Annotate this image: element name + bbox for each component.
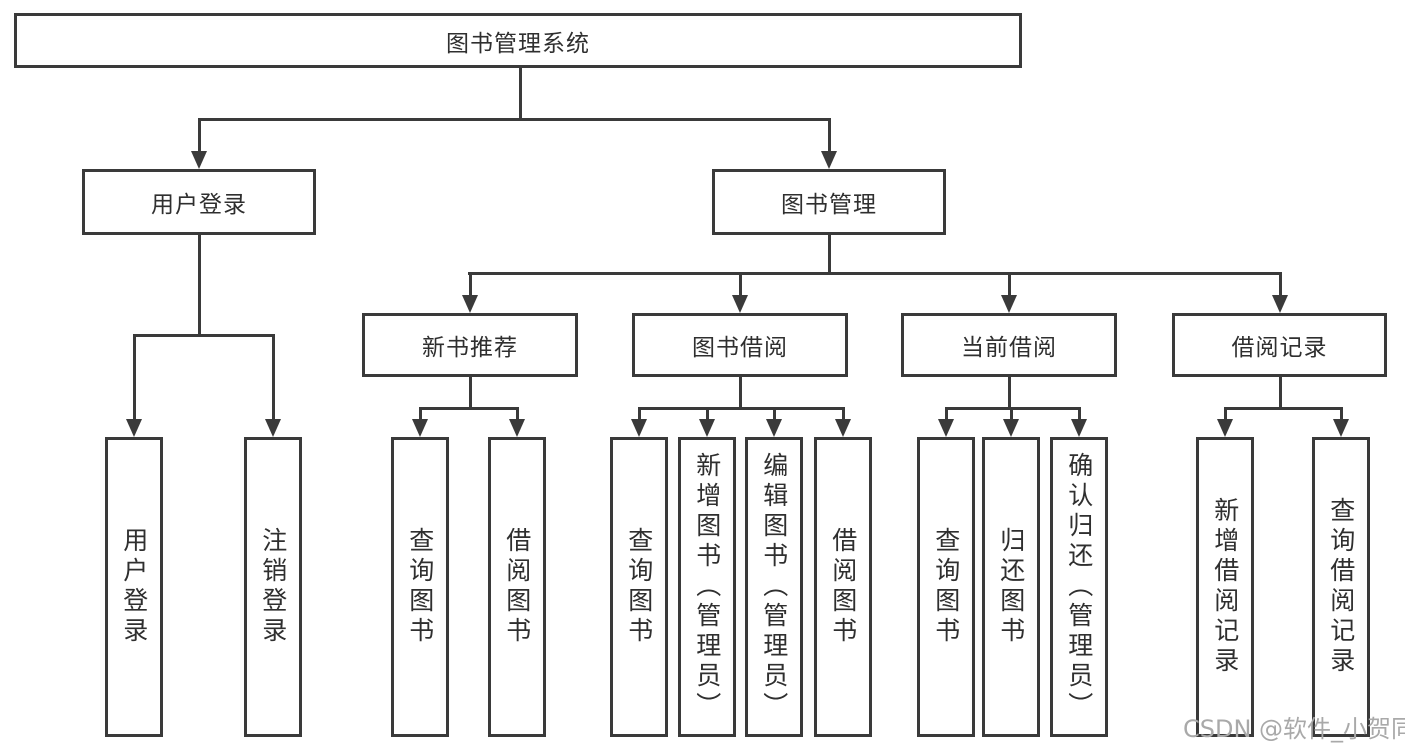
leaf-nb-query-book-label: 查询图书	[405, 527, 435, 647]
node-new-book-recommend: 新书推荐	[362, 313, 578, 377]
connector-line	[842, 407, 845, 420]
leaf-nb-borrow-book-label: 借阅图书	[502, 527, 532, 647]
connector-line	[469, 377, 472, 410]
leaf-br-add-record: 新增借阅记录	[1196, 437, 1254, 737]
leaf-cb-return-book-label: 归还图书	[996, 527, 1026, 647]
arrowhead	[126, 419, 142, 437]
connector-line	[638, 407, 845, 410]
connector-line	[519, 68, 522, 120]
connector-line	[516, 407, 519, 420]
watermark: CSDN @软件_小贺同学	[1183, 715, 1405, 743]
leaf-cb-query-book: 查询图书	[917, 437, 975, 737]
node-current-borrow-label: 当前借阅	[961, 335, 1057, 361]
connector-line	[945, 407, 948, 420]
arrowhead	[699, 419, 715, 437]
leaf-cb-query-book-label: 查询图书	[931, 527, 961, 647]
leaf-user-login-label: 用户登录	[119, 527, 149, 647]
leaf-bb-query-book: 查询图书	[610, 437, 668, 737]
connector-line	[638, 407, 641, 420]
node-current-borrow: 当前借阅	[901, 313, 1117, 377]
arrowhead	[821, 151, 837, 169]
connector-line	[1010, 407, 1013, 420]
node-root: 图书管理系统	[14, 13, 1022, 68]
connector-line	[198, 235, 201, 337]
connector-line	[828, 235, 831, 275]
arrowhead	[631, 419, 647, 437]
arrowhead	[835, 419, 851, 437]
leaf-logout-label: 注销登录	[258, 527, 288, 647]
arrowhead	[191, 151, 207, 169]
arrowhead	[1071, 419, 1087, 437]
leaf-nb-query-book: 查询图书	[391, 437, 449, 737]
node-root-label: 图书管理系统	[446, 30, 590, 57]
connector-line	[706, 407, 709, 420]
node-new-book-recommend-label: 新书推荐	[422, 335, 518, 361]
connector-line	[1340, 407, 1343, 420]
connector-line	[1279, 272, 1282, 297]
leaf-bb-query-book-label: 查询图书	[624, 527, 654, 647]
connector-line	[1224, 407, 1227, 420]
leaf-bb-add-book-admin-label: 新增图书（管理员）	[692, 452, 722, 722]
leaf-br-add-record-label: 新增借阅记录	[1210, 497, 1240, 677]
connector-line	[198, 118, 201, 152]
arrowhead	[766, 419, 782, 437]
connector-line	[419, 407, 519, 410]
node-book-management-label: 图书管理	[781, 192, 877, 218]
node-borrow-record-label: 借阅记录	[1231, 335, 1328, 361]
connector-line	[198, 118, 831, 121]
leaf-cb-confirm-return-admin: 确认归还（管理员）	[1050, 437, 1108, 737]
connector-line	[272, 334, 275, 420]
node-book-borrow-label: 图书借阅	[692, 335, 788, 361]
node-book-management: 图书管理	[712, 169, 946, 235]
connector-line	[773, 407, 776, 420]
leaf-bb-edit-book-admin: 编辑图书（管理员）	[745, 437, 803, 737]
node-borrow-record: 借阅记录	[1172, 313, 1387, 377]
connector-line	[1279, 377, 1282, 410]
connector-line	[1224, 407, 1342, 410]
leaf-cb-return-book: 归还图书	[982, 437, 1040, 737]
arrowhead	[1333, 419, 1349, 437]
arrowhead	[265, 419, 281, 437]
connector-line	[1008, 377, 1011, 410]
leaf-nb-borrow-book: 借阅图书	[488, 437, 546, 737]
node-book-borrow: 图书借阅	[632, 313, 848, 377]
arrowhead	[1003, 419, 1019, 437]
connector-line	[1078, 407, 1081, 420]
leaf-logout: 注销登录	[244, 437, 302, 737]
leaf-user-login: 用户登录	[105, 437, 163, 737]
arrowhead	[412, 419, 428, 437]
connector-line	[739, 377, 742, 410]
arrowhead	[938, 419, 954, 437]
arrowhead	[1272, 295, 1288, 313]
connector-line	[739, 272, 742, 297]
arrowhead	[732, 295, 748, 313]
leaf-br-query-record: 查询借阅记录	[1312, 437, 1370, 737]
connector-line	[133, 334, 275, 337]
arrowhead	[1217, 419, 1233, 437]
node-user-login-label: 用户登录	[151, 192, 247, 218]
arrowhead	[509, 419, 525, 437]
leaf-bb-edit-book-admin-label: 编辑图书（管理员）	[759, 452, 789, 722]
arrowhead	[462, 295, 478, 313]
connector-line	[1008, 272, 1011, 297]
connector-line	[828, 118, 831, 152]
leaf-bb-borrow-book-label: 借阅图书	[828, 527, 858, 647]
arrowhead	[1001, 295, 1017, 313]
node-user-login: 用户登录	[82, 169, 316, 235]
leaf-bb-borrow-book: 借阅图书	[814, 437, 872, 737]
connector-line	[133, 334, 136, 420]
leaf-bb-add-book-admin: 新增图书（管理员）	[678, 437, 736, 737]
leaf-br-query-record-label: 查询借阅记录	[1326, 497, 1356, 677]
connector-line	[419, 407, 422, 420]
leaf-cb-confirm-return-admin-label: 确认归还（管理员）	[1064, 452, 1094, 722]
connector-line	[468, 272, 1281, 275]
connector-line	[469, 272, 472, 297]
